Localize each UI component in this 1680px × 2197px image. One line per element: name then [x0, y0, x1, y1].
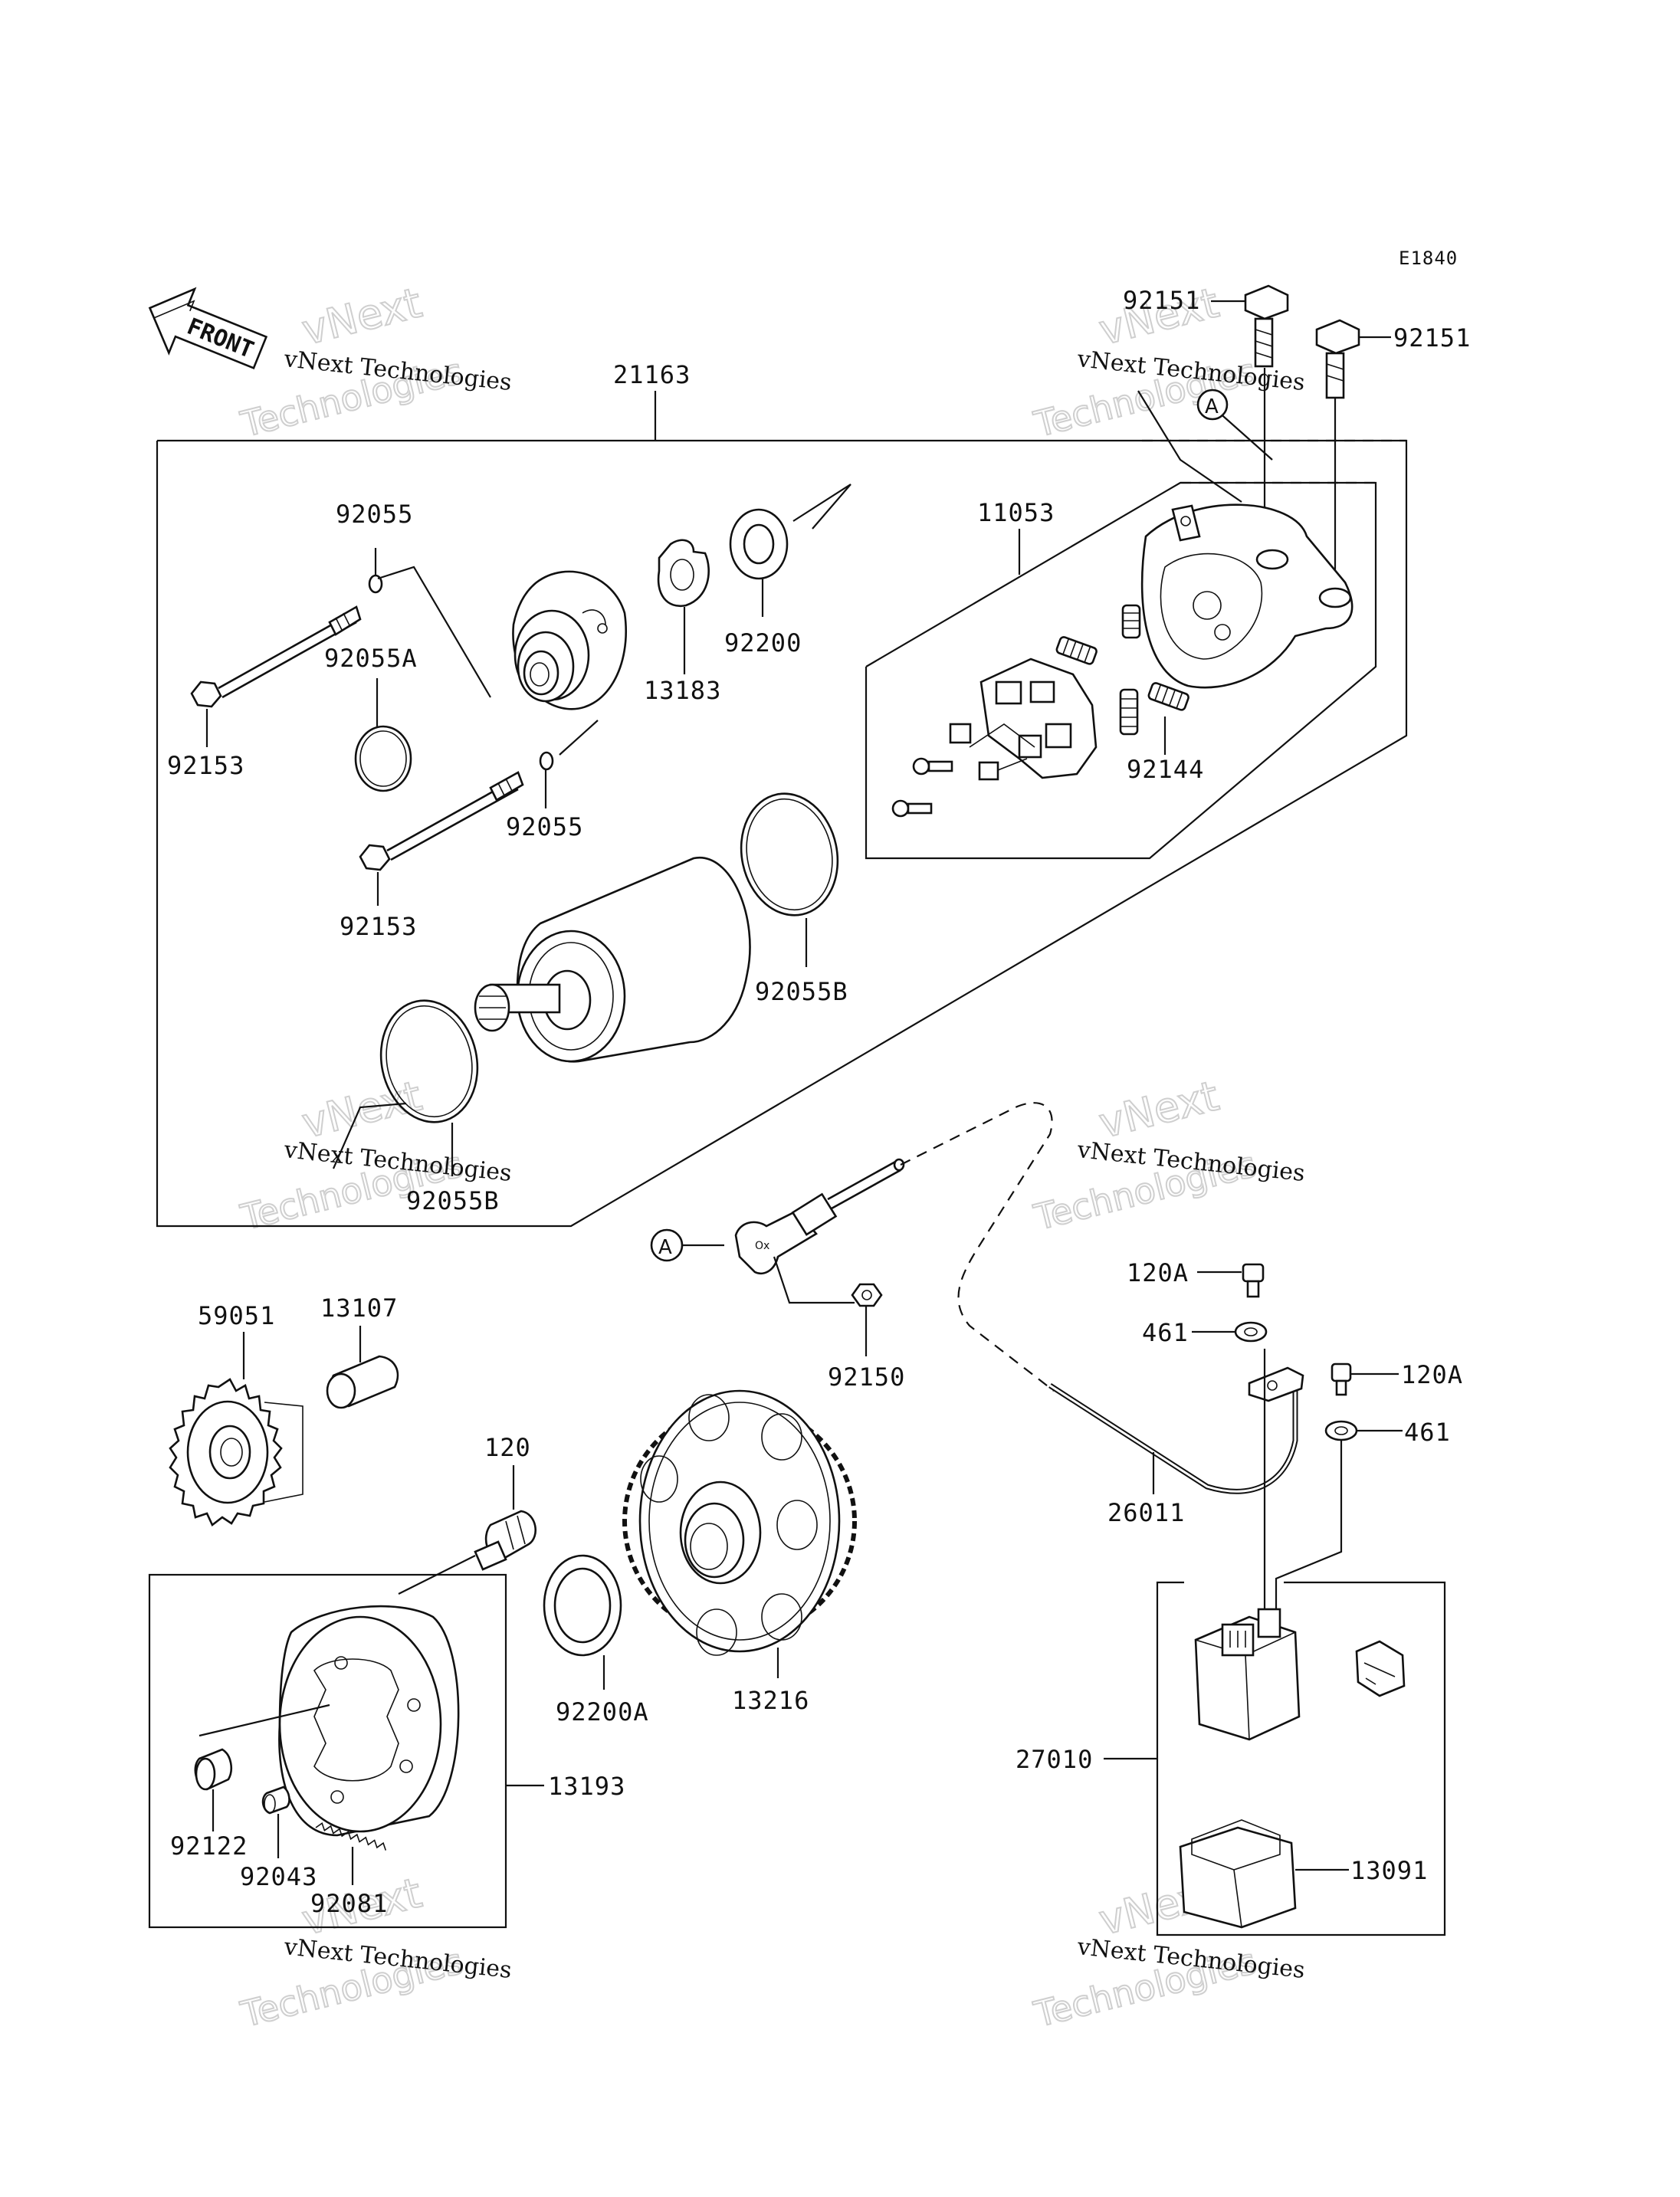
- motor-yoke-icon: [474, 857, 751, 1063]
- o-ring-92055B-right-icon: [740, 792, 839, 917]
- svg-text:vNext: vNext: [297, 1071, 426, 1147]
- label-59051: 59051: [198, 1301, 275, 1330]
- label-92055B-bottom: 92055B: [406, 1186, 500, 1215]
- starter-relay-icon: [1194, 1608, 1301, 1741]
- label-92151-left: 92151: [1123, 286, 1200, 315]
- label-21163: 21163: [613, 360, 691, 389]
- washer-92200-icon: [729, 508, 789, 580]
- through-bolt-92153-top-icon: [190, 605, 362, 708]
- label-92055-mid: 92055: [506, 812, 583, 841]
- ref-marker-a-lower: A: [650, 1228, 684, 1262]
- svg-text:A: A: [1205, 395, 1219, 418]
- label-92055B-right: 92055B: [755, 977, 848, 1006]
- label-120: 120: [484, 1433, 531, 1462]
- clutch-spring-92081-icon: [315, 1822, 387, 1851]
- label-11053: 11053: [977, 498, 1055, 527]
- svg-text:vNext: vNext: [1094, 1071, 1223, 1147]
- socket-bolt-120-icon: [474, 1510, 536, 1571]
- svg-text:A: A: [658, 1236, 672, 1259]
- label-13091: 13091: [1350, 1856, 1428, 1885]
- label-92150: 92150: [828, 1362, 905, 1392]
- clutch-assembly-outline: [148, 1573, 507, 1929]
- label-120A-right: 120A: [1401, 1360, 1463, 1389]
- bolt-92151-right-icon: [1315, 319, 1360, 594]
- cable-ring-terminal-icon: [1248, 1366, 1304, 1402]
- lock-plate-13183-icon: [657, 539, 710, 608]
- bolt-92151-left-icon: [1244, 284, 1289, 559]
- label-461-right: 461: [1404, 1418, 1451, 1447]
- label-92200A: 92200A: [556, 1697, 649, 1726]
- starter-relay-outline: [1156, 1581, 1446, 1936]
- label-13193: 13193: [548, 1772, 625, 1801]
- label-92151-right: 92151: [1393, 323, 1471, 353]
- screw-small-lower-icon: [891, 799, 933, 818]
- o-ring-92055A-icon: [354, 725, 412, 792]
- label-92081: 92081: [310, 1889, 388, 1918]
- label-120A-top: 120A: [1127, 1258, 1189, 1287]
- ref-marker-a-top: A: [1196, 389, 1229, 421]
- diagram-code: E1840: [1399, 248, 1458, 269]
- clutch-roller-92122-icon: [194, 1748, 233, 1791]
- svg-text:Ox: Ox: [755, 1240, 769, 1252]
- washer-461-top-icon: [1234, 1321, 1268, 1343]
- fuse-icon: [1355, 1640, 1406, 1697]
- washer-92200A-icon: [543, 1554, 622, 1657]
- svg-text:vNext: vNext: [297, 278, 426, 354]
- label-92200: 92200: [724, 628, 802, 657]
- bolt-120A-right-icon: [1331, 1362, 1352, 1396]
- clutch-pin-92043-icon: [261, 1785, 290, 1815]
- label-92153-mid: 92153: [340, 912, 417, 941]
- label-92122: 92122: [170, 1831, 248, 1861]
- clutch-housing-13193-icon: [278, 1605, 460, 1837]
- starter-clutch-gear-13216-icon: [622, 1389, 857, 1656]
- label-13107: 13107: [320, 1294, 398, 1323]
- label-92043: 92043: [240, 1862, 317, 1891]
- o-ring-92055-top-icon: [368, 574, 383, 594]
- label-27010: 27010: [1016, 1745, 1093, 1774]
- o-ring-92055B-bottom-icon: [379, 999, 479, 1123]
- label-92153-left: 92153: [167, 751, 244, 780]
- idle-gear-shaft-13107-icon: [326, 1355, 399, 1409]
- label-26011: 26011: [1107, 1498, 1185, 1527]
- starter-cable-terminal-icon: Ox: [734, 1158, 905, 1275]
- o-ring-92055-mid-icon: [539, 751, 554, 771]
- brush-springs-icon: [1055, 604, 1189, 736]
- screw-small-upper-icon: [912, 757, 953, 776]
- washer-461-right-icon: [1324, 1420, 1358, 1441]
- watermark-middle-right: vNext Technologies vNext Technologies: [1029, 1071, 1307, 1239]
- bolt-120A-top-icon: [1242, 1263, 1265, 1298]
- front-arrow-icon: FRONT: [148, 287, 268, 370]
- end-cover-housing-icon: [1140, 503, 1354, 689]
- label-92055-top: 92055: [336, 500, 413, 529]
- front-cover-icon: [512, 570, 627, 710]
- brush-plate-icon: [949, 657, 1098, 781]
- label-92055A: 92055A: [324, 644, 418, 673]
- nut-92150-icon: [851, 1283, 883, 1307]
- through-bolt-92153-mid-icon: [359, 771, 524, 871]
- label-13216: 13216: [732, 1686, 809, 1715]
- watermark-top-left: vNext Technologies vNext Technologies: [236, 277, 514, 446]
- label-461-top: 461: [1142, 1318, 1189, 1347]
- label-92144: 92144: [1127, 755, 1204, 784]
- idle-gear-59051-icon: [169, 1378, 304, 1527]
- relay-cover-13091-icon: [1179, 1819, 1297, 1929]
- label-13183: 13183: [644, 676, 721, 705]
